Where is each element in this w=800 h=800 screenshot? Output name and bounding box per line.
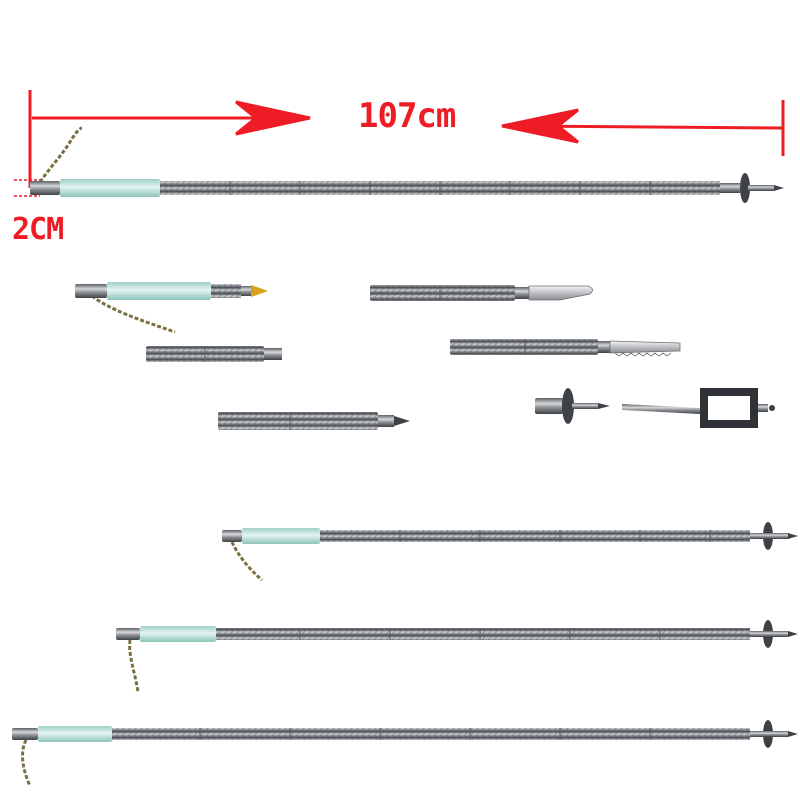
tip-basket-attachment [535,388,610,424]
screwdriver-segment [218,412,410,430]
width-dimension-marks [14,179,40,197]
length-dimension-arrow [28,90,785,188]
full-pole [30,126,784,203]
handle-segment [75,282,268,334]
pole-medium [116,620,798,693]
phone-holder-attachment [622,388,775,428]
length-label: 107cm [358,96,456,136]
width-label: 2CM [12,212,64,247]
knife-segment [370,285,593,301]
saw-segment [450,339,681,357]
pole-short [222,522,798,582]
pole-long [12,720,798,787]
short-segment [146,346,282,362]
